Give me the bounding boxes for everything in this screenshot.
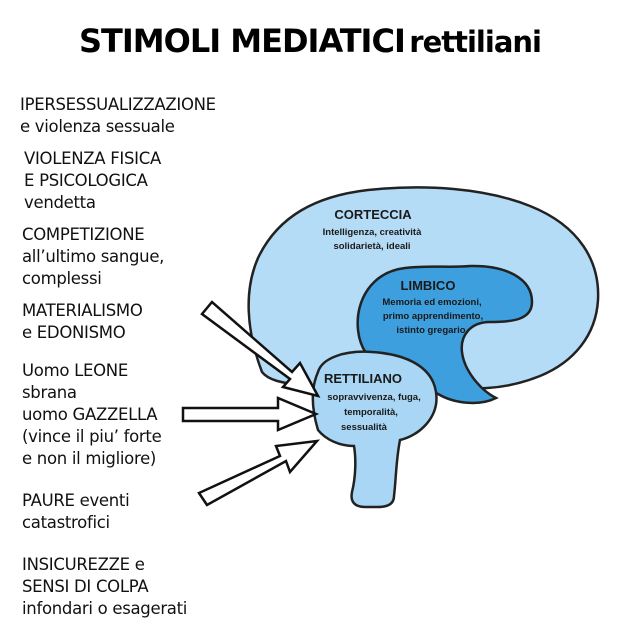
- stimulus-line: PAURE eventi: [22, 491, 130, 510]
- reptilian-desc-line: sessualità: [341, 422, 388, 433]
- stimulus-paure: PAURE eventi catastrofici: [22, 490, 130, 534]
- stimulus-line: SENSI DI COLPA: [22, 577, 149, 596]
- stimulus-line: e EDONISMO: [22, 323, 126, 342]
- limbic-desc-line: Memoria ed emozioni,: [382, 297, 481, 308]
- stimulus-line: COMPETIZIONE: [22, 225, 145, 244]
- cortex-desc-line: Intelligenza, creatività: [323, 227, 422, 238]
- stimulus-competizione: COMPETIZIONE all’ultimo sangue, compless…: [22, 224, 164, 290]
- stimulus-line: (vince il piu’ forte: [22, 427, 162, 446]
- stimulus-line: vendetta: [24, 193, 96, 212]
- page-title: STIMOLI MEDIATICI rettiliani: [0, 22, 620, 60]
- stimulus-ipersessualizzazione: IPERSESSUALIZZAZIONE e violenza sessuale: [20, 94, 216, 138]
- stimulus-line: sbrana: [22, 383, 77, 402]
- limbic-label: LIMBICO: [401, 278, 456, 293]
- stimulus-line: infondari o esagerati: [22, 599, 188, 618]
- stimulus-line: INSICUREZZE e: [22, 555, 145, 574]
- stimulus-line: E PSICOLOGICA: [24, 171, 148, 190]
- cortex-label: CORTECCIA: [334, 207, 412, 222]
- stimulus-uomo-leone: Uomo LEONE sbrana uomo GAZZELLA (vince i…: [22, 360, 162, 470]
- reptilian-region: [311, 350, 438, 509]
- title-main: STIMOLI MEDIATICI: [79, 22, 406, 60]
- stimulus-line: all’ultimo sangue,: [22, 247, 165, 266]
- stimulus-line: complessi: [22, 269, 102, 288]
- stimulus-line: catastrofici: [22, 513, 110, 532]
- stimulus-line: IPERSESSUALIZZAZIONE: [20, 95, 216, 114]
- stimulus-line: MATERIALISMO: [22, 301, 143, 320]
- limbic-desc-line: primo apprendimento,: [383, 311, 483, 322]
- reptilian-desc-line: temporalità,: [344, 407, 398, 418]
- stimulus-line: VIOLENZA FISICA: [24, 149, 161, 168]
- arrow-upper: [200, 300, 321, 398]
- reptilian-label: RETTILIANO: [324, 371, 402, 386]
- title-sub: rettiliani: [409, 25, 542, 59]
- reptilian-desc-line: sopravvivenza, fuga,: [327, 392, 420, 403]
- stimulus-violenza: VIOLENZA FISICA E PSICOLOGICA vendetta: [24, 148, 161, 214]
- stimulus-line: Uomo LEONE: [22, 361, 128, 380]
- stimulus-line: e violenza sessuale: [20, 117, 175, 136]
- stimulus-insicurezze: INSICUREZZE e SENSI DI COLPA infondari o…: [22, 554, 187, 620]
- limbic-desc-line: istinto gregario: [396, 325, 465, 336]
- stimulus-line: uomo GAZZELLA: [22, 405, 158, 424]
- arrow-lower: [197, 439, 321, 507]
- arrow-middle: [181, 396, 320, 432]
- stimulus-materialismo: MATERIALISMO e EDONISMO: [22, 300, 143, 344]
- cortex-desc-line: solidarietà, ideali: [333, 241, 410, 252]
- stimulus-line: e non il migliore): [22, 449, 157, 468]
